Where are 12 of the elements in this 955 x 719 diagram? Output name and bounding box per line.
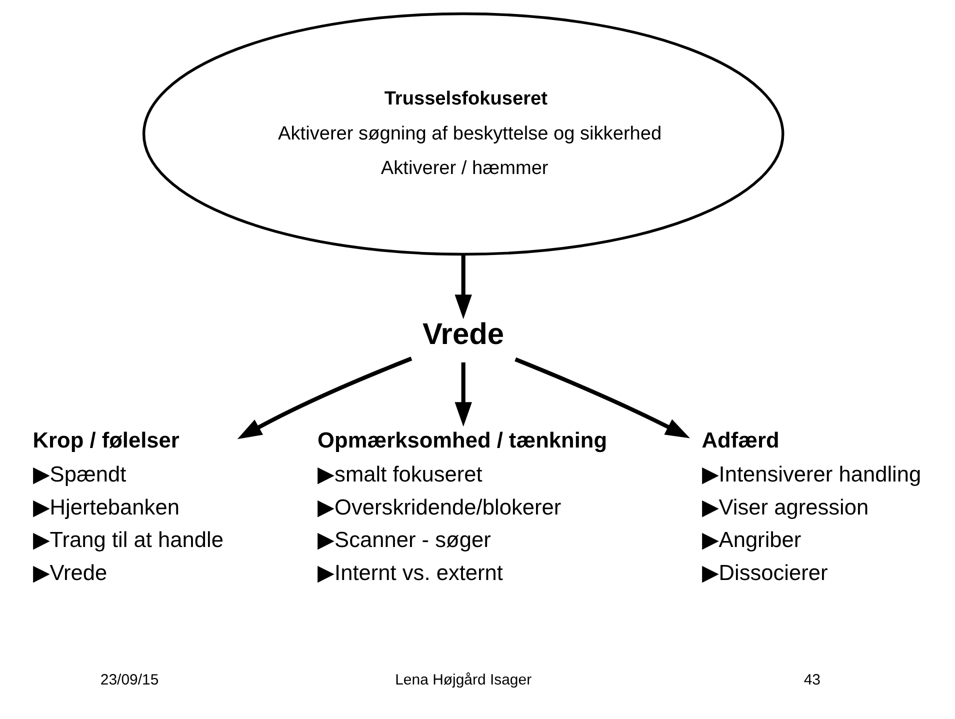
node-ellipse: Trusselsfokuseret Aktiverer søgning af beskyttelse og sikkerhed Aktiverer / hæmmer: [142, 12, 784, 256]
arrow: [236, 356, 412, 440]
node-text: Adfærd ▶Intensiverer handling ▶Viser agression ▶Angriber ▶Dissocierer: [701, 428, 921, 585]
label: Lena Højgård Isager: [394, 672, 532, 689]
label: 43: [803, 672, 820, 689]
node-text: Vrede: [422, 318, 504, 351]
node-text: Opmærksomhed / tænkning ▶smalt fokuseret ▶Overskridende/blokerer ▶Scanner - søger ▶Internt vs. externt: [317, 428, 607, 585]
arrow: [454, 254, 472, 320]
node-text: Krop / følelser ▶Spændt ▶Hjertebanken ▶Trang til at handle ▶Vrede: [32, 428, 223, 585]
arrow: [454, 362, 472, 427]
arrow: [514, 357, 690, 438]
label: 23/09/15: [100, 672, 158, 689]
